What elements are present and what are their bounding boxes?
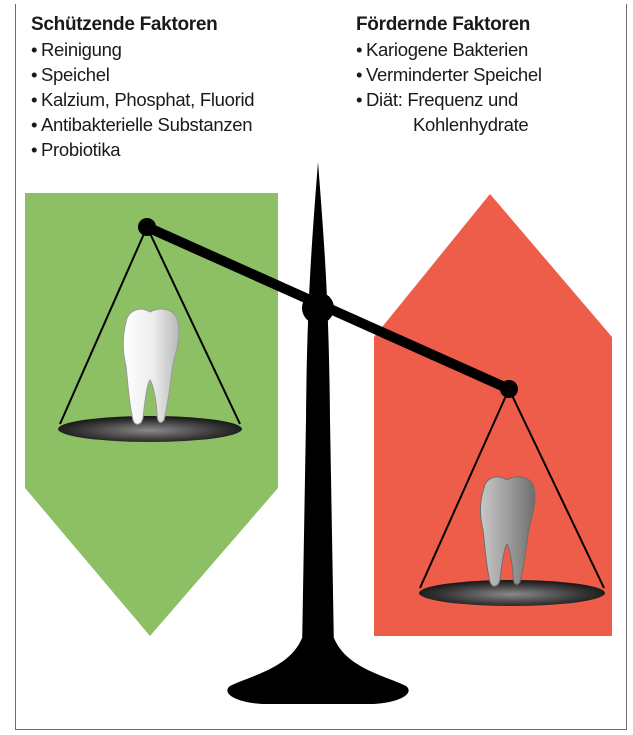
promoting-item: Diät: Frequenz und — [356, 87, 542, 112]
protective-item: Antibakterielle Substanzen — [31, 112, 254, 137]
promoting-item: Verminderter Speichel — [356, 62, 542, 87]
left-scale-pan — [58, 416, 242, 442]
promoting-item: Kariogene Bakterien — [356, 37, 542, 62]
promoting-item-continuation: Kohlenhydrate — [356, 112, 542, 137]
protective-item: Speichel — [31, 62, 254, 87]
protective-item: Kalzium, Phosphat, Fluorid — [31, 87, 254, 112]
protective-item: Reinigung — [31, 37, 254, 62]
protective-factors: Schützende Faktoren Reinigung Speichel K… — [31, 12, 254, 162]
protective-list: Reinigung Speichel Kalzium, Phosphat, Fl… — [31, 37, 254, 162]
protective-arrow — [25, 193, 278, 636]
protective-item: Probiotika — [31, 137, 254, 162]
promoting-heading: Fördernde Faktoren — [356, 12, 542, 37]
promoting-factors: Fördernde Faktoren Kariogene Bakterien V… — [356, 12, 542, 137]
promoting-list: Kariogene Bakterien Verminderter Speiche… — [356, 37, 542, 112]
protective-heading: Schützende Faktoren — [31, 12, 254, 37]
right-scale-pan — [419, 580, 605, 606]
